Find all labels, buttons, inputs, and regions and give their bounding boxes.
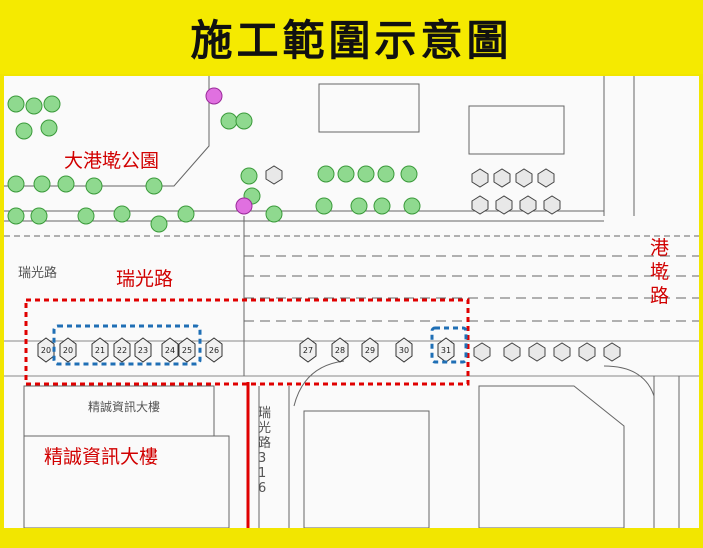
tree-number: 25 xyxy=(182,346,192,355)
tree-number: 23 xyxy=(138,346,148,355)
site-map: 20 20 21 22 23 24 25 26 27 28 29 30 31 大… xyxy=(4,76,699,528)
tree-number: 20 xyxy=(63,346,73,355)
building-label: 精誠資訊大樓 xyxy=(44,446,159,468)
park-label: 大港墘公園 xyxy=(64,150,160,172)
building-outline xyxy=(468,105,565,155)
building-label-gray: 精誠資訊大樓 xyxy=(88,400,161,414)
tree-number: 30 xyxy=(399,346,409,355)
building-outline xyxy=(318,83,420,133)
tree-number: 27 xyxy=(303,346,313,355)
building-outline xyxy=(478,385,625,528)
map-drawing: 20 20 21 22 23 24 25 26 27 28 29 30 31 xyxy=(4,76,699,528)
building-outline xyxy=(23,435,230,528)
building-outline xyxy=(303,410,430,528)
tree-number: 24 xyxy=(165,346,175,355)
tree-number: 26 xyxy=(209,346,219,355)
page-title: 施工範圍示意圖 xyxy=(190,15,513,65)
tree-number: 22 xyxy=(117,346,127,355)
road-label-ganggian: 港墘路 xyxy=(650,237,670,307)
tree-number: 21 xyxy=(95,346,105,355)
bottom-bar xyxy=(0,530,703,548)
tree-number: 31 xyxy=(441,346,451,355)
blue-highlight-single xyxy=(430,326,468,364)
tree-number: 28 xyxy=(335,346,345,355)
road-label-gray: 瑞光路 xyxy=(18,266,58,281)
title-bar: 施工範圍示意圖 xyxy=(0,0,703,74)
road-label-ruiguang: 瑞光路 xyxy=(116,268,174,290)
side-road-label: 瑞光路316 xyxy=(258,406,272,496)
tree-number: 29 xyxy=(365,346,375,355)
tree-number: 20 xyxy=(41,346,51,355)
